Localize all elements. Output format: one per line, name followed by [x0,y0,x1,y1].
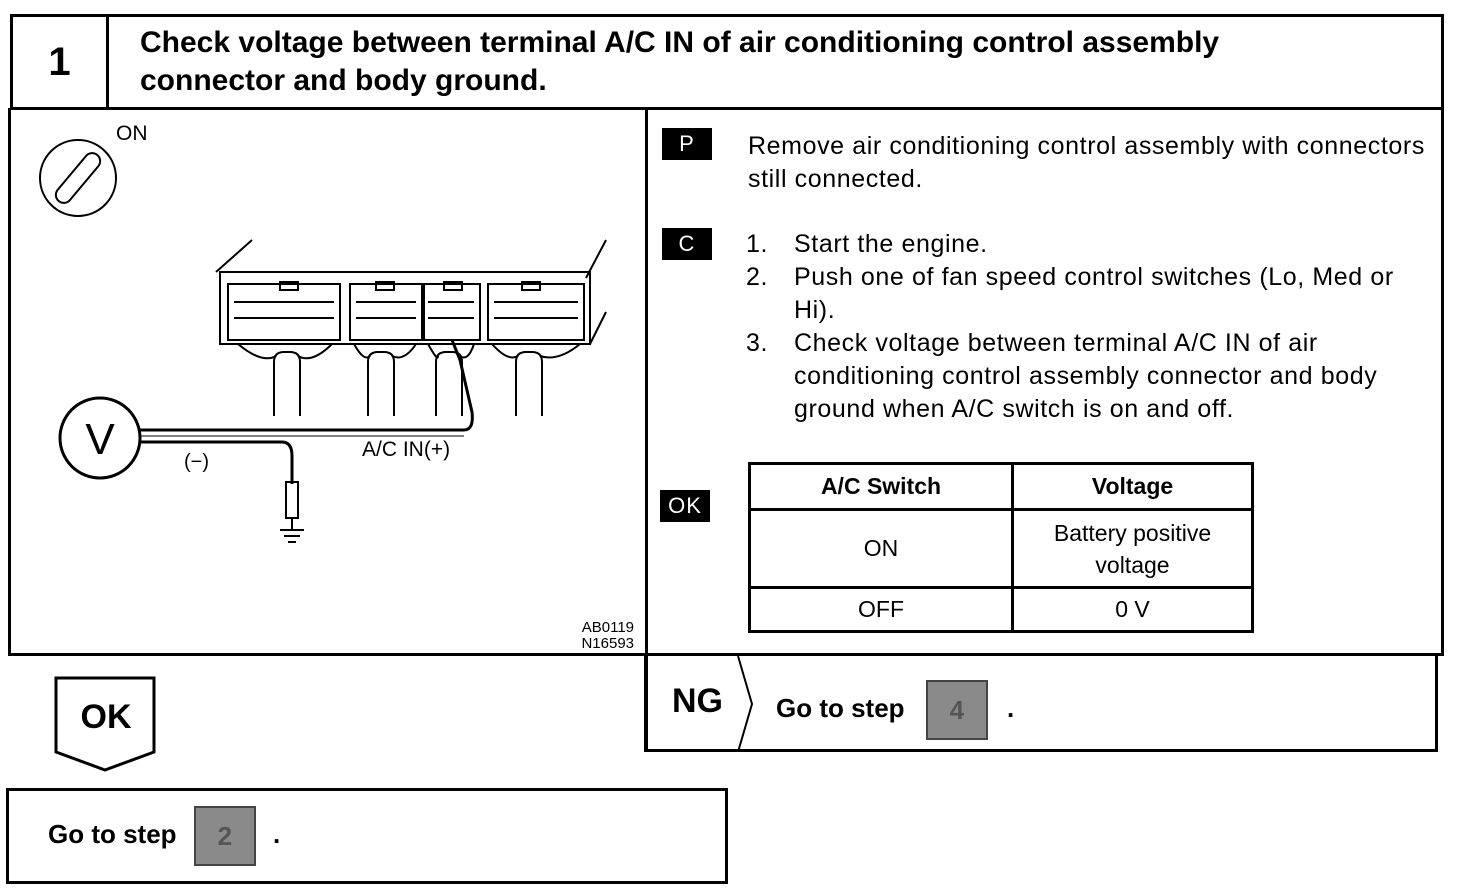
negative-label: (−) [184,451,209,473]
main-panel [8,108,1444,656]
prep-text: Remove air conditioning control assembly… [748,132,1425,193]
spec-table-header: A/C Switch Voltage [748,462,1254,511]
step-header [10,14,1444,110]
spec-header-voltage: Voltage [1011,462,1254,511]
voltmeter-symbol: V [85,415,115,464]
step-number: 1 [13,17,109,107]
ng-goto: Go to step 4 . [776,678,1015,741]
step-title: Check voltage between terminal A/C IN of… [140,24,1420,100]
connector-icon [215,239,607,416]
ok-step-ref[interactable]: 2 [193,806,256,867]
voltmeter-icon: V [58,396,142,480]
check-step: 2.Push one of fan speed control switches… [746,263,1394,324]
check-steps: 1.Start the engine. 2.Push one of fan sp… [746,228,1430,426]
step-title-line2: connector and body ground. [140,64,547,97]
spec-cell: OFF [748,586,1014,633]
negative-lead [140,440,294,484]
ok-goto-text: Go to step [48,819,177,849]
ignition-on-label: ON [116,122,148,145]
spec-header-switch: A/C Switch [748,462,1014,511]
check-step: 1.Start the engine. [746,230,988,258]
ground-icon [280,518,304,543]
ok-tag: OK [660,490,710,522]
spec-cell: ON [748,508,1014,589]
ng-label: NG [672,682,723,720]
ok-result-box [6,788,728,884]
positive-label: A/C IN(+) [362,438,450,461]
ok-period: . [273,819,281,849]
positive-lead [140,339,474,432]
ok-arrow-icon [54,676,156,772]
check-step: 3.Check voltage between terminal A/C IN … [746,329,1378,423]
ng-chevron-icon [737,656,754,752]
ok-label: OK [80,698,132,736]
ng-step-ref[interactable]: 4 [925,680,988,741]
figure-code-1: AB0119 [582,619,634,636]
wiring-diagram: V ON (−) A/C IN(+) AB0119 N16593 [39,122,634,652]
spec-cell: 0 V [1011,586,1254,633]
spec-table: A/C Switch Voltage ON Battery positive v… [748,462,1254,633]
step-title-line1: Check voltage between terminal A/C IN of… [140,26,1220,59]
spec-cell: Battery positive voltage [1011,508,1254,589]
panel-divider [645,110,648,750]
ng-goto-text: Go to step [776,693,905,723]
ng-result-box [644,656,1438,752]
check-tag: C [662,228,712,260]
table-row: ON Battery positive voltage [748,508,1254,589]
ng-period: . [1007,693,1015,723]
prep-tag: P [662,128,712,160]
ignition-key-icon [39,139,117,217]
figure-code-2: N16593 [581,635,634,652]
table-row: OFF 0 V [748,586,1254,633]
ok-goto: Go to step 2 . [48,804,281,867]
